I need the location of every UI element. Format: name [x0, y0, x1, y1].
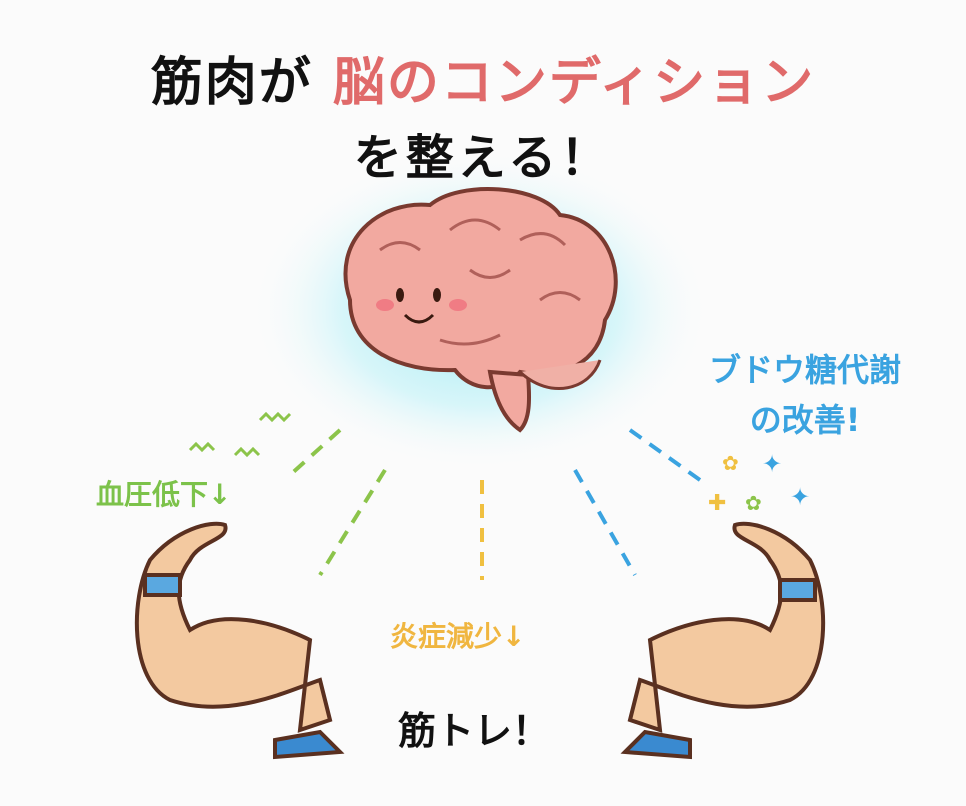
right-arm-icon	[620, 521, 826, 760]
svg-text:✚: ✚	[708, 491, 726, 516]
glucose-line-2: の改善!	[749, 401, 861, 439]
title-part1: 筋肉が	[150, 53, 333, 113]
glucose-line-1: ブドウ糖代謝	[708, 351, 901, 389]
left-arm-icon	[134, 521, 345, 760]
sparkle-icons: ✿ ✦ ✚ ✿ ✦	[708, 450, 810, 516]
title-highlight: 脳のコンディション	[332, 53, 816, 113]
svg-text:✿: ✿	[745, 491, 762, 515]
inflammation-label: 炎症減少↓	[390, 620, 526, 653]
training-label: 筋トレ！	[398, 709, 551, 753]
svg-text:✦: ✦	[790, 483, 810, 511]
svg-text:✿: ✿	[722, 451, 739, 475]
title-line-2: を整える！	[353, 130, 613, 186]
blood-pressure-label: 血圧低下↓	[96, 478, 232, 511]
brain-icon	[343, 187, 618, 433]
glucose-label: ブドウ糖代謝の改善!	[700, 345, 910, 445]
title-line-1: 筋肉が 脳のコンディション	[0, 40, 966, 115]
arrow-icons	[288, 428, 702, 580]
wave-icons	[188, 411, 292, 458]
svg-text:✦: ✦	[762, 450, 782, 478]
